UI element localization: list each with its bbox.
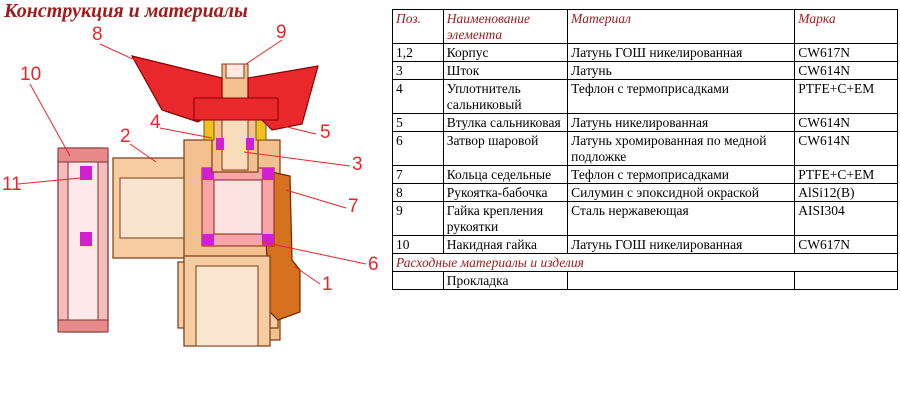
cell-name: Уплотнитель сальниковый: [442, 79, 569, 114]
cell-material: Латунь: [567, 61, 796, 80]
cell-position: 5: [392, 113, 444, 132]
page-title: Конструкция и материалы: [4, 0, 248, 22]
cell-position: 1,2: [392, 43, 444, 62]
callout-numbers: 8 9 10 4 2 5 3 11 7 6 1: [2, 22, 379, 295]
callout-number: 9: [276, 22, 287, 43]
cell-name: Затвор шаровой: [442, 131, 569, 166]
cell-grade: PTFE+C+EM: [794, 165, 898, 184]
header-material: Материал: [567, 9, 796, 44]
cell-grade: CW614N: [794, 113, 898, 132]
cell-position: [392, 271, 444, 290]
cell-material: Сталь нержавеющая: [567, 201, 796, 236]
cell-material: Латунь ГОШ никелированная: [567, 235, 796, 254]
table-row: 8 Рукоятка-бабочка Силумин с эпоксидной …: [392, 183, 898, 202]
cell-grade: AlSi12(B): [794, 183, 898, 202]
cell-name: Рукоятка-бабочка: [442, 183, 569, 202]
cell-name: Гайка крепления рукоятки: [442, 201, 569, 236]
cell-grade: CW614N: [794, 61, 898, 80]
valve-body-drawing: [112, 139, 301, 347]
table-row: 5 Втулка сальниковая Латунь никелированн…: [392, 113, 898, 132]
ball-drawing: [201, 167, 275, 247]
cell-grade: AISI304: [794, 201, 898, 236]
table-row: 4 Уплотнитель сальниковый Тефлон с термо…: [392, 79, 898, 114]
cell-name: Корпус: [442, 43, 569, 62]
butterfly-handle-drawing: [130, 55, 319, 131]
section-title: Расходные материалы и изделия: [392, 253, 898, 272]
materials-table: Поз. Наименование элемента Материал Марк…: [392, 9, 898, 290]
cell-grade: CW617N: [794, 235, 898, 254]
table-row: 9 Гайка крепления рукоятки Сталь нержаве…: [392, 201, 898, 236]
cell-name: Шток: [442, 61, 569, 80]
table-header-row: Поз. Наименование элемента Материал Марк…: [392, 9, 898, 44]
cell-name: Накидная гайка: [442, 235, 569, 254]
cell-material: Латунь ГОШ никелированная: [567, 43, 796, 62]
cell-grade: [794, 271, 898, 290]
table-row: 1,2 Корпус Латунь ГОШ никелированная CW6…: [392, 43, 898, 62]
callout-number: 1: [322, 274, 333, 295]
callout-number: 2: [120, 126, 131, 147]
table-row: 3 Шток Латунь CW614N: [392, 61, 898, 80]
cell-grade: CW617N: [794, 43, 898, 62]
cell-position: 6: [392, 131, 444, 166]
union-nut-drawing: [57, 147, 109, 333]
cell-material: Тефлон с термоприсадками: [567, 79, 796, 114]
cell-material: Латунь никелированная: [567, 113, 796, 132]
cell-position: 3: [392, 61, 444, 80]
table-row: 7 Кольца седельные Тефлон с термоприсадк…: [392, 165, 898, 184]
cell-position: 9: [392, 201, 444, 236]
cell-position: 8: [392, 183, 444, 202]
cell-material: Латунь хромированная по медной подложке: [567, 131, 796, 166]
cell-grade: CW614N: [794, 131, 898, 166]
cell-name: Втулка сальниковая: [442, 113, 569, 132]
header-element-name: Наименование элемента: [442, 9, 569, 44]
callout-number: 8: [92, 24, 103, 45]
leader-lines: [17, 39, 367, 285]
cell-name: Прокладка: [442, 271, 569, 290]
cell-position: 7: [392, 165, 444, 184]
callout-number: 5: [320, 122, 331, 143]
cell-material: [567, 271, 796, 290]
table-row: 6 Затвор шаровой Латунь хромированная по…: [392, 131, 898, 166]
section-row: Расходные материалы и изделия: [392, 253, 898, 272]
callout-number: 10: [20, 64, 41, 85]
callout-number: 6: [368, 254, 379, 275]
callout-number: 11: [2, 174, 22, 195]
header-position: Поз.: [392, 9, 444, 44]
callout-number: 7: [348, 196, 359, 217]
table-row: Прокладка: [392, 271, 898, 290]
cell-grade: PTFE+C+EM: [794, 79, 898, 114]
cell-material: Силумин с эпоксидной окраской: [567, 183, 796, 202]
header-grade: Марка: [794, 9, 898, 44]
table-row: 10 Накидная гайка Латунь ГОШ никелирован…: [392, 235, 898, 254]
cell-name: Кольца седельные: [442, 165, 569, 184]
cell-position: 10: [392, 235, 444, 254]
cell-position: 4: [392, 79, 444, 114]
callout-number: 4: [150, 112, 161, 133]
cell-material: Тефлон с термоприсадками: [567, 165, 796, 184]
callout-number: 3: [352, 154, 363, 175]
valve-cross-section-diagram: 8 9 10 4 2 5 3 11 7 6 1: [2, 22, 379, 347]
